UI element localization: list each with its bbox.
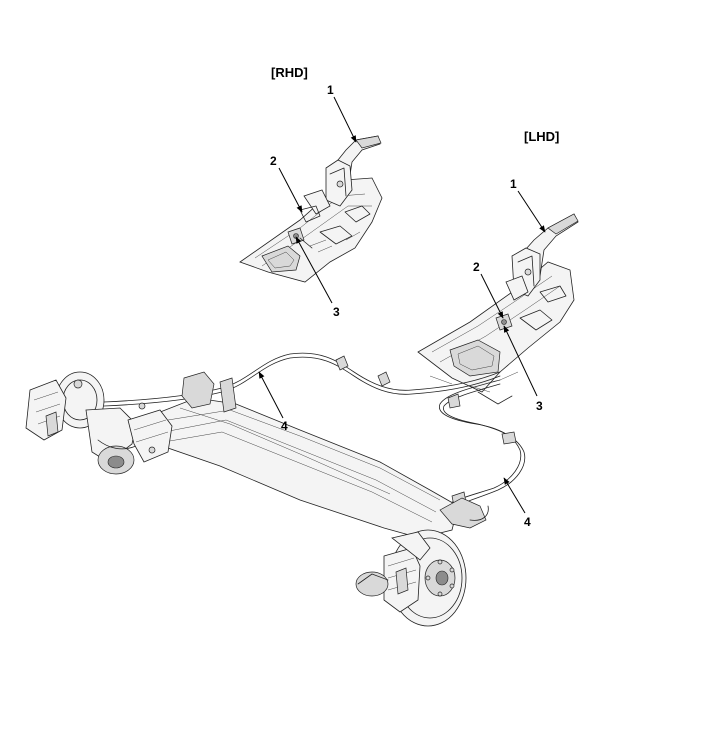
lhd-callout-3-leader (503, 325, 538, 397)
rhd-callout-2-leader (278, 167, 303, 213)
rhd-parking-brake-lever (299, 135, 382, 223)
lhd-callout-1-leader (517, 190, 546, 233)
lhd-callout-2: 2 (473, 260, 480, 274)
rear-axle-beam (149, 371, 489, 539)
lhd-callout-1: 1 (510, 177, 517, 191)
rhd-callout-3: 3 (333, 305, 340, 319)
rhd-floor-panel (239, 177, 383, 283)
cable-callout-4-right-leader (503, 477, 526, 514)
lhd-callout-3: 3 (536, 399, 543, 413)
lhd-parking-brake-lever (505, 213, 579, 301)
cable-callout-4-right: 4 (524, 515, 531, 529)
rhd-variant-label: [RHD] (271, 65, 308, 80)
lhd-floor-panel (417, 261, 575, 405)
cable-callout-4-left-leader (258, 371, 284, 419)
rhd-callout-2: 2 (270, 154, 277, 168)
cable-callout-4-left: 4 (281, 419, 288, 433)
lhd-variant-label: [LHD] (524, 129, 560, 144)
right-rear-brake-assembly (355, 529, 467, 627)
rhd-callout-1-leader (333, 96, 357, 143)
rhd-callout-3-leader (295, 236, 333, 304)
lhd-callout-2-leader (480, 273, 504, 319)
left-rear-brake-assembly (25, 371, 173, 475)
rhd-callout-1: 1 (327, 83, 334, 97)
